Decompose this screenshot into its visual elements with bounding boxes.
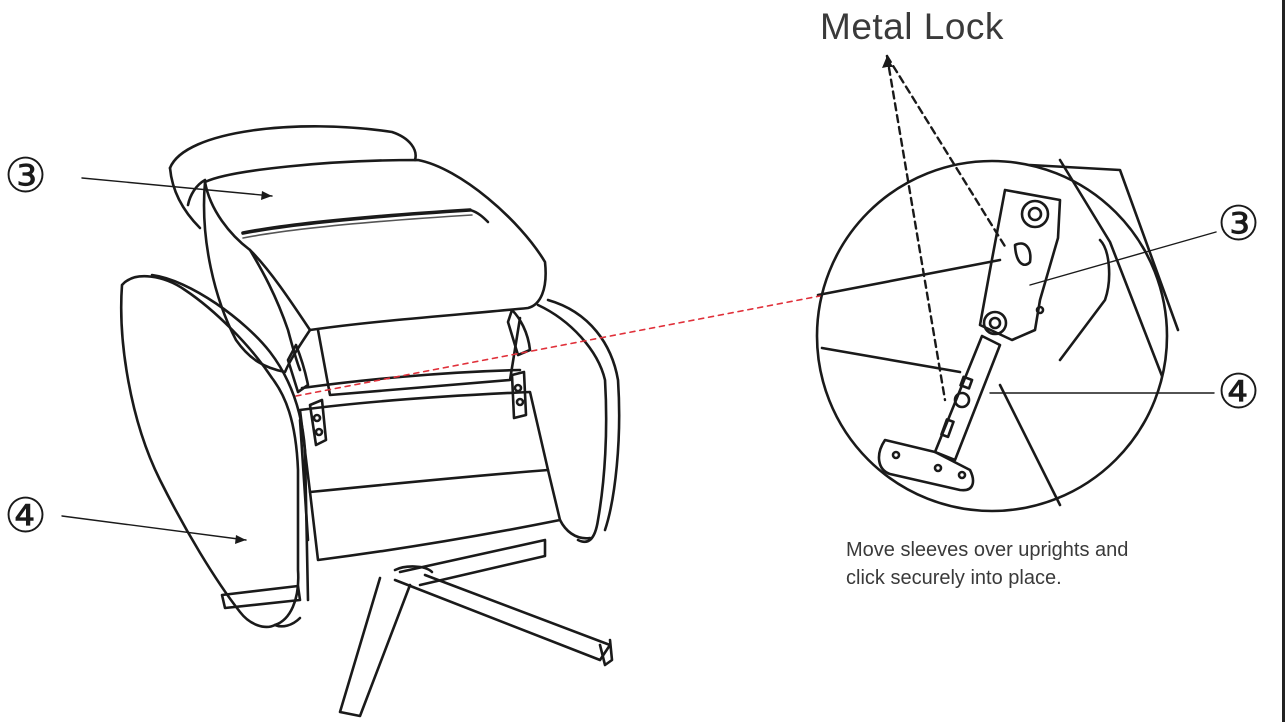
seat-cushion-top <box>203 158 547 332</box>
hinge-bracket-left <box>286 343 328 447</box>
pointer-arrowhead <box>883 56 893 67</box>
callout-3-chair: ③ <box>4 148 48 204</box>
instruction-caption: Move sleeves over uprights and click sec… <box>846 536 1146 592</box>
seat-panel <box>298 390 550 494</box>
right-arm <box>536 303 608 544</box>
detail-magnifier <box>815 158 1180 513</box>
swivel-base <box>220 538 614 718</box>
zipper-band <box>241 208 472 235</box>
armchair-drawing <box>119 125 621 718</box>
caption-line-2: click securely into place. <box>846 567 1062 589</box>
detail-guide-line <box>295 295 821 397</box>
detail-circle <box>815 159 1169 513</box>
back-cushion-rear <box>168 125 417 170</box>
frame-border <box>1282 0 1285 722</box>
upright-bar <box>877 334 1002 492</box>
leader-arrowhead <box>235 535 246 544</box>
callout-leaders <box>61 177 1217 541</box>
seat-cushion-side <box>202 180 312 374</box>
left-arm <box>119 275 300 629</box>
caption-line-1: Move sleeves over uprights and <box>846 539 1129 561</box>
sleeve-plate <box>978 188 1062 342</box>
hinge-bracket-right <box>506 308 532 420</box>
callout-4-chair: ④ <box>4 488 48 544</box>
metal-lock-label: Metal Lock <box>820 6 1004 47</box>
callout-4-detail: ④ <box>1217 364 1261 420</box>
leader-arrowhead <box>261 191 272 200</box>
metal-lock-pointers <box>885 54 1008 402</box>
callout-3-detail: ③ <box>1217 196 1261 252</box>
